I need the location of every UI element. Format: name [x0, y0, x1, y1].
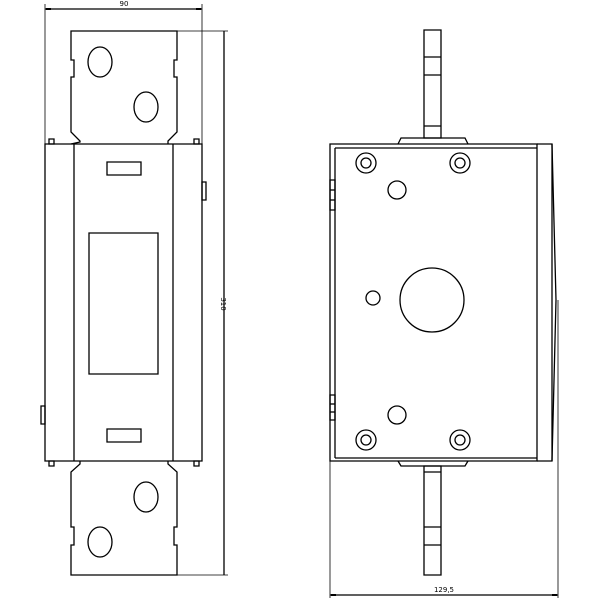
mounting-hole: [134, 92, 158, 122]
height-dimension: 310: [177, 31, 228, 575]
screw-ring: [356, 153, 376, 173]
bottom-contact-blade: [424, 466, 441, 575]
mounting-hole: [88, 527, 112, 557]
screw-ring: [450, 153, 470, 173]
side-view: 129,5: [330, 30, 558, 598]
screw-ring: [450, 430, 470, 450]
top-terminal-tab: [71, 31, 177, 144]
mounting-hole: [88, 47, 112, 77]
bottom-terminal-tab: [71, 461, 177, 575]
hole: [388, 406, 406, 424]
hole: [388, 181, 406, 199]
mounting-hole: [134, 482, 158, 512]
screw-ring: [356, 430, 376, 450]
slot: [107, 429, 141, 442]
center-hole: [400, 268, 464, 332]
window: [89, 233, 158, 374]
depth-dimension: 129,5: [330, 300, 558, 598]
slot: [107, 162, 141, 175]
width-dimension-label: 90: [120, 0, 129, 8]
side-body: [330, 144, 537, 461]
width-dimension: 90: [45, 0, 202, 144]
height-dimension-label: 310: [219, 297, 227, 310]
base-body: [45, 144, 202, 461]
top-contact-blade: [424, 30, 441, 138]
front-view: 90 310: [41, 0, 228, 575]
depth-dimension-label: 129,5: [434, 586, 454, 594]
hole: [366, 291, 380, 305]
